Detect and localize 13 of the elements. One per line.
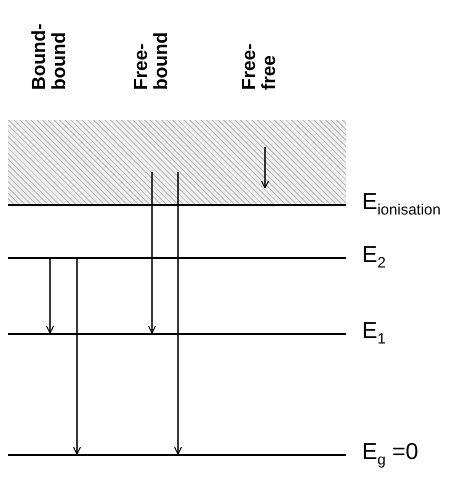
energy-level-label: E$_{ionisation}$ — [362, 188, 441, 219]
column-heading: Free- bound — [132, 30, 172, 90]
transition-arrow — [260, 147, 270, 189]
column-heading: Bound- bound — [30, 22, 70, 90]
hatched-continuum-band — [8, 120, 346, 205]
transition-arrow — [72, 259, 82, 455]
energy-level-label: E$_{2}$ — [362, 241, 386, 272]
column-heading: Free- free — [240, 42, 280, 90]
transition-arrow — [46, 259, 54, 334]
energy-level-label: E$_{1}$ — [362, 317, 386, 348]
transition-arrow — [174, 172, 182, 455]
transition-arrow — [148, 172, 156, 334]
energy-level-label: E$_{g}$ =0 — [362, 438, 418, 469]
